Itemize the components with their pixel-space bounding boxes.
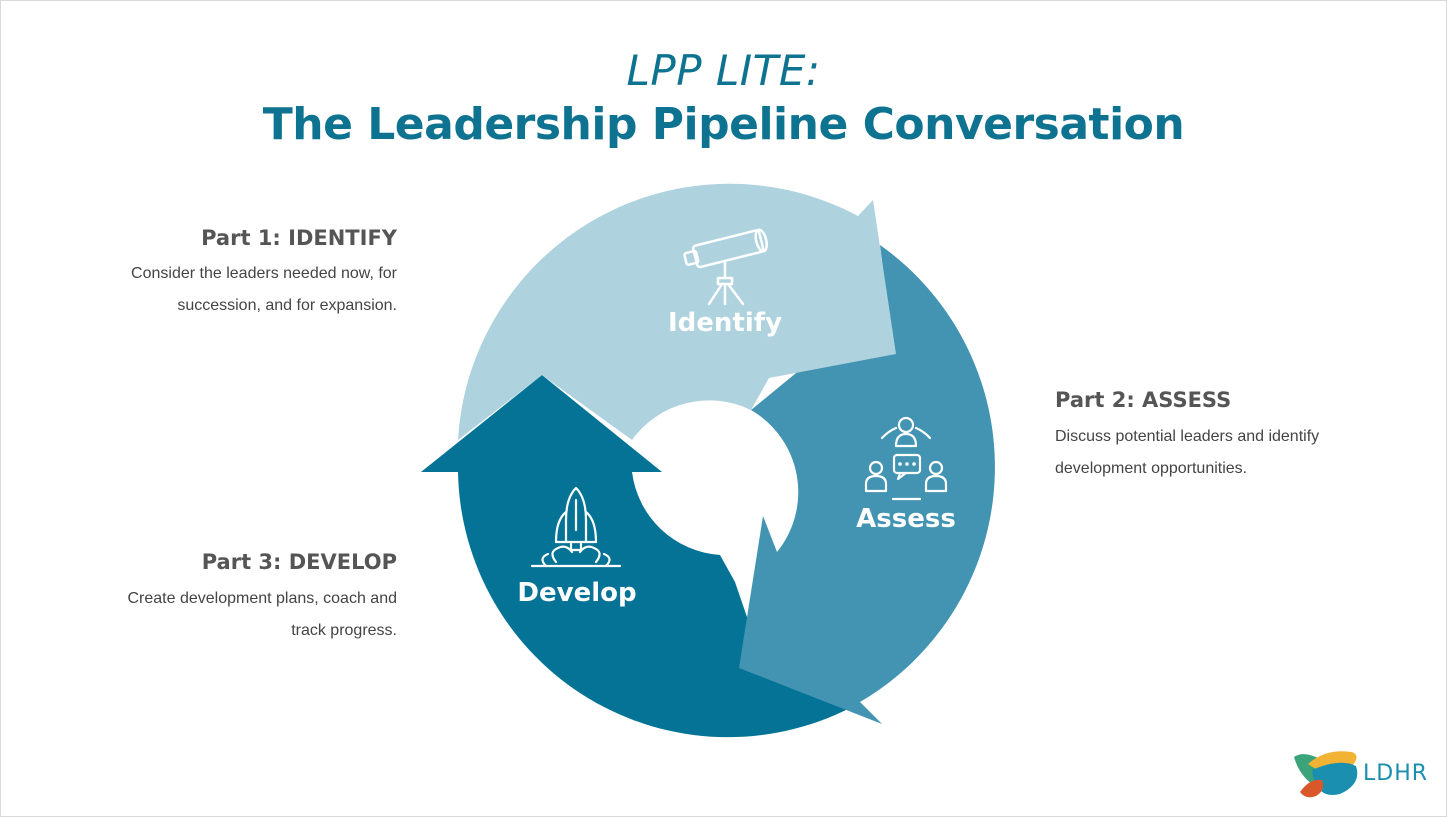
part-2-text: Discuss potential leaders and identify d… [1055,421,1319,485]
telescope-icon [683,228,768,306]
part-2-heading: Part 2: ASSESS [1055,388,1232,412]
part-1-line-2: succession, and for expansion. [177,297,397,314]
part-3-line-2: track progress. [291,622,397,639]
part-1-line-1: Consider the leaders needed now, for [131,265,397,282]
part-1-heading: Part 1: IDENTIFY [201,226,397,250]
stage-label-develop: Develop [517,578,636,608]
part-3-heading: Part 3: DEVELOP [201,550,397,574]
ldhr-logo-mark [1294,751,1358,798]
slide-title: The Leadership Pipeline Conversation [262,99,1185,150]
stage-label-assess: Assess [856,504,956,534]
chat-dots [898,462,916,466]
identify-arrow [458,183,896,441]
ldhr-logo-text: LDHR [1363,761,1429,786]
stage-label-identify: Identify [668,308,782,338]
part-3-line-1: Create development plans, coach and [127,590,397,607]
slide-subtitle: LPP LITE: [626,46,821,95]
part-2-line-2: development opportunities. [1055,460,1248,477]
rocket-icon [530,486,622,568]
part-1-text: Consider the leaders needed now, for suc… [131,258,397,322]
part-2-line-1: Discuss potential leaders and identify [1055,428,1320,445]
team-discussion-icon [864,416,948,501]
part-3-text: Create development plans, coach and trac… [127,583,397,647]
